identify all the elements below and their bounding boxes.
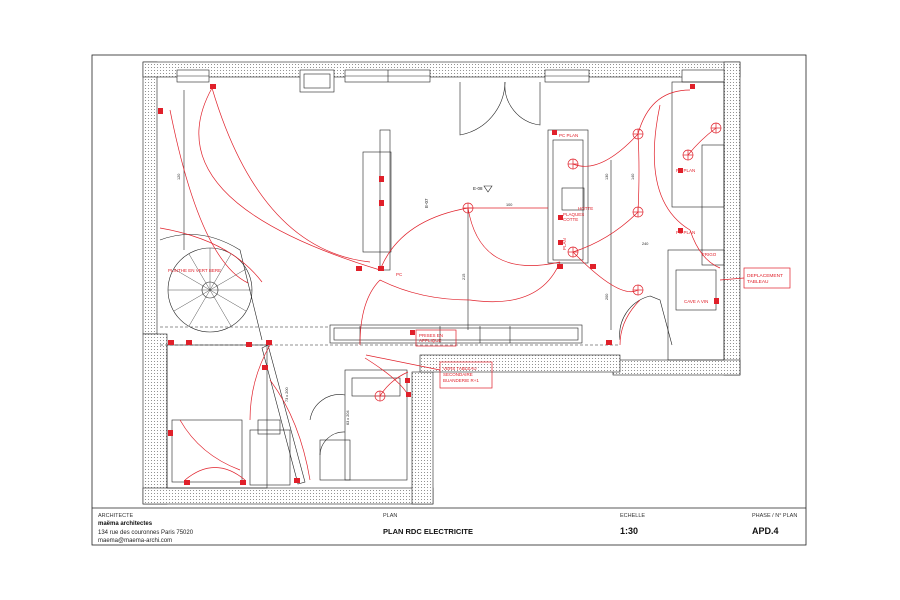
dim-140: 140 [631,174,635,180]
label-e08: E-08 [473,186,483,191]
wall-left-upper [142,61,158,335]
dim-215: 215 [462,274,466,280]
dim-240: 240 [642,242,648,246]
label-cave-a-vin: CAVE A VIN [684,299,708,304]
label-hotte: HOTTE [578,206,593,211]
plan-label: PLAN [383,513,398,519]
architect-label: ARCHITECTE [98,513,134,519]
architect-address: 134 rue des couronnes Paris 75020 [98,530,194,536]
scale-value: 1:30 [620,526,639,536]
phase-value: APD.4 [752,526,779,536]
wall-left-lower [142,333,168,505]
prises-applique-box [415,329,457,347]
outlets [158,84,719,485]
wall-bottom [142,487,434,505]
label-escalier: PLINTHE EN VERT BERE [168,268,221,273]
windows [176,69,725,93]
wall-lower-right [411,371,434,505]
dim-130: 130 [605,174,609,180]
plan-title: PLAN RDC ELECTRICITE [383,527,473,536]
label-pc-plan-2: PC PLAN [676,168,695,173]
wall-bottom-right [612,359,741,376]
dim-100: 100 [506,203,512,207]
scale-label: ECHELLE [620,513,646,519]
sheet-border [91,54,807,546]
label-pc-plan-1: PC PLAN [559,133,578,138]
architect-email[interactable]: maema@maema-archi.com [98,538,173,544]
wall-middle [419,354,621,373]
label-e07: E-07 [424,198,429,208]
dim-73: 73 x 200 [285,387,289,402]
electrical-circuits [158,84,791,485]
dim-63: 63 x 204 [346,410,350,425]
wall-top [142,61,741,78]
label-plan-vertical: PLAN [562,238,567,250]
dim-120: 120 [177,174,181,180]
label-frigo: FRIGO [702,252,717,257]
dim-200: 200 [605,294,609,300]
phase-label: PHASE / N° PLAN [752,513,798,519]
label-pc: PC [396,272,403,277]
vers-tableau-box [439,361,493,389]
walls [142,61,741,505]
wall-right [723,61,741,376]
label-pc-plan-3: PC PLAN [676,230,695,235]
architect-name: maëma architectes [98,521,153,527]
